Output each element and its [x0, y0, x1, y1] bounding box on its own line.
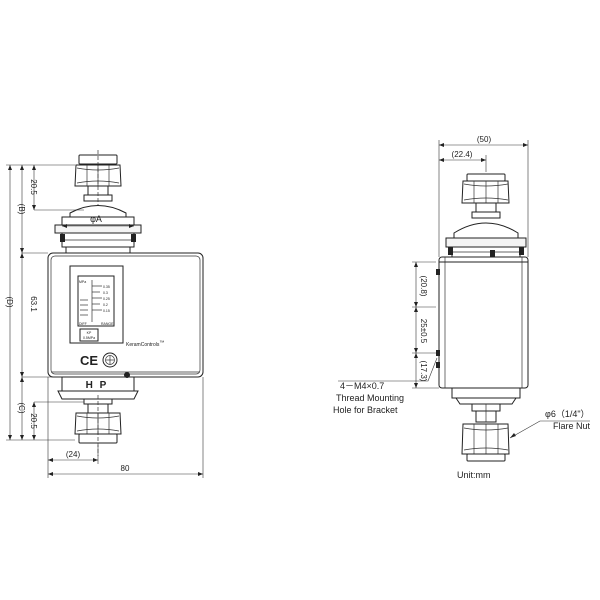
svg-text:RANGE: RANGE [101, 322, 114, 326]
side-view: (50) (22.4) (20.8) 25±0.5 (17.3) 4－M4×0.… [333, 135, 591, 480]
side-vertical-dimensions: (20.8) 25±0.5 (17.3) [412, 261, 439, 389]
svg-text:4－M4×0.7: 4－M4×0.7 [340, 381, 384, 391]
svg-text:Flare Nut: Flare Nut [553, 421, 591, 431]
dim-total-width: (50) [477, 135, 492, 144]
pressure-scale-ticks [80, 285, 102, 316]
certification-mark-icon [102, 352, 118, 368]
front-bottom-flare-nut [74, 395, 122, 456]
dim-c: (C) [17, 402, 26, 413]
svg-text:KP: KP [87, 331, 92, 335]
dim-d: (D) [5, 296, 14, 307]
svg-text:0.15: 0.15 [103, 309, 110, 313]
dim-side-top: (20.8) [419, 276, 428, 297]
side-base [451, 387, 521, 423]
dim-bottom-fitting: 20.5 [29, 413, 38, 429]
hp-label: H P [86, 380, 109, 391]
svg-text:MPa: MPa [79, 280, 86, 284]
svg-text:0.3: 0.3 [103, 291, 108, 295]
dim-side-bottom: (17.3) [419, 361, 428, 382]
side-horizontal-dimensions: (50) (22.4) [438, 135, 529, 257]
callout-flare-nut: φ6（1/4"） Flare Nut [509, 409, 591, 439]
dim-inlet-offset: (24) [66, 450, 81, 459]
callout-thread-mounting: 4－M4×0.7 Thread Mounting Hole for Bracke… [333, 357, 438, 415]
svg-text:0.35: 0.35 [103, 285, 110, 289]
side-top-flare-nut [461, 173, 510, 219]
side-main-body [436, 256, 529, 389]
phi-a-label: φA [90, 214, 102, 224]
brand-logo: KeramControls™ [126, 340, 164, 348]
svg-text:φ6（1/4"）: φ6（1/4"） [545, 409, 590, 419]
rating-plate [79, 328, 99, 342]
dim-top-fitting: 20.5 [29, 179, 38, 195]
unit-label: Unit:mm [457, 470, 491, 480]
svg-text:0.2: 0.2 [103, 303, 108, 307]
svg-text:Hole for Bracket: Hole for Bracket [333, 405, 398, 415]
front-top-flare-nut [74, 150, 122, 206]
svg-text:0.25: 0.25 [103, 297, 110, 301]
dim-half-width: (22.4) [452, 150, 473, 159]
dim-width: 80 [121, 464, 130, 473]
svg-text:DIFF: DIFF [79, 322, 87, 326]
front-view: φA MPa 0.35 0.3 [5, 150, 204, 478]
dim-side-mid: 25±0.5 [419, 319, 428, 344]
dim-body-height: 63.1 [29, 296, 38, 312]
ce-mark: CE [80, 353, 98, 368]
side-bellows-housing [445, 222, 527, 258]
svg-text:0.5MPa: 0.5MPa [83, 336, 95, 340]
front-horizontal-dimensions: (24) 80 [47, 377, 204, 478]
front-main-body: MPa 0.35 0.3 0.25 0.2 0.15 DIFF RANGE KP [47, 252, 204, 378]
dim-b: (B) [17, 204, 26, 215]
svg-text:Thread Mounting: Thread Mounting [336, 393, 404, 403]
side-bottom-flare-nut [461, 423, 510, 462]
front-bellows-housing: φA [54, 205, 142, 254]
front-vertical-dimensions: 20.5 (B) (D) 63.1 (C) 20.5 [5, 164, 84, 441]
